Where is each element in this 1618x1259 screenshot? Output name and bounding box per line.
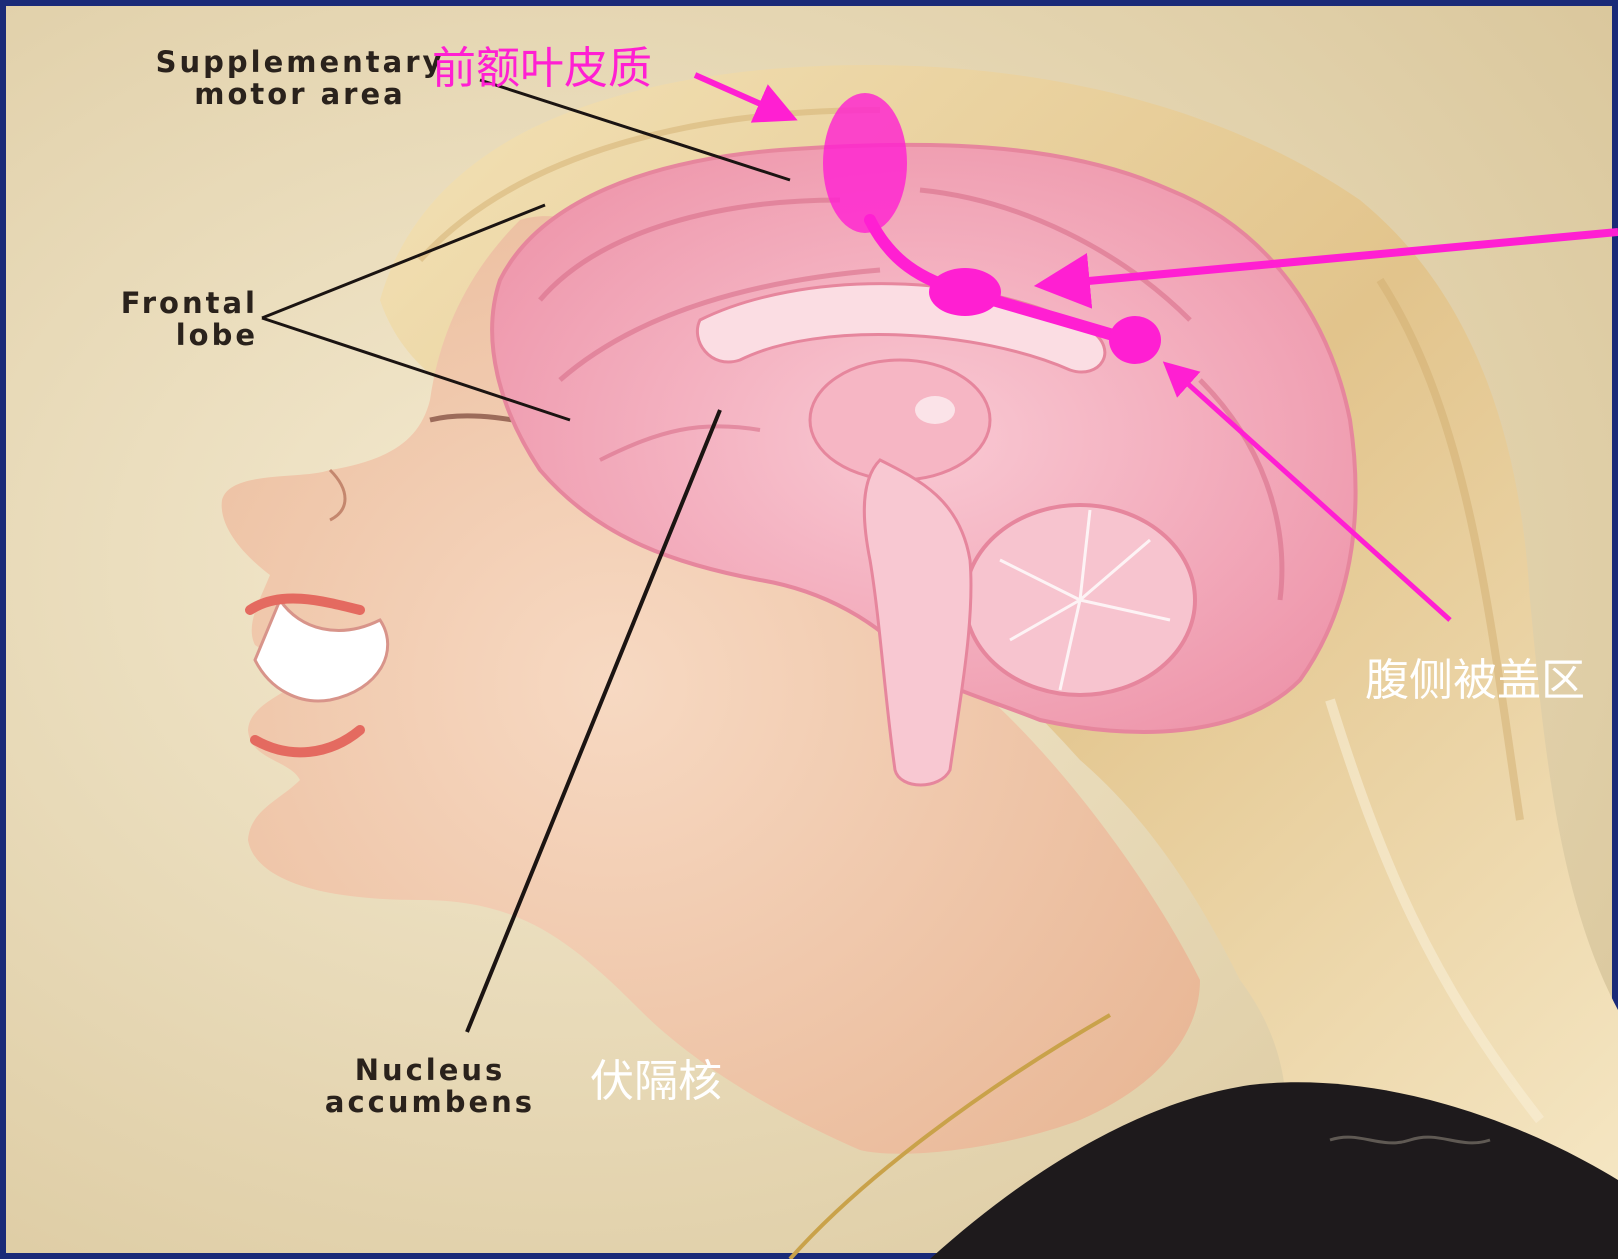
label-line: accumbens (300, 1086, 560, 1118)
nucleus-accumbens-marker (929, 268, 1001, 316)
label-supplementary-motor-area: Supplementary motor area (120, 46, 480, 110)
label-ventral-tegmental-area-cn: 腹侧被盖区 (1365, 656, 1585, 706)
label-frontal-lobe: Frontal lobe (78, 287, 258, 351)
label-line: lobe (78, 319, 258, 351)
label-line: Frontal (78, 287, 258, 319)
prefrontal-cortex-marker (823, 93, 907, 233)
label-line: motor area (120, 78, 480, 110)
label-prefrontal-cortex-cn: 前额叶皮质 (432, 44, 652, 94)
vta-marker (1109, 316, 1161, 364)
label-line: Nucleus (300, 1054, 560, 1086)
label-nucleus-accumbens: Nucleus accumbens (300, 1054, 560, 1118)
label-line: Supplementary (120, 46, 480, 78)
label-nucleus-accumbens-cn: 伏隔核 (590, 1057, 722, 1107)
